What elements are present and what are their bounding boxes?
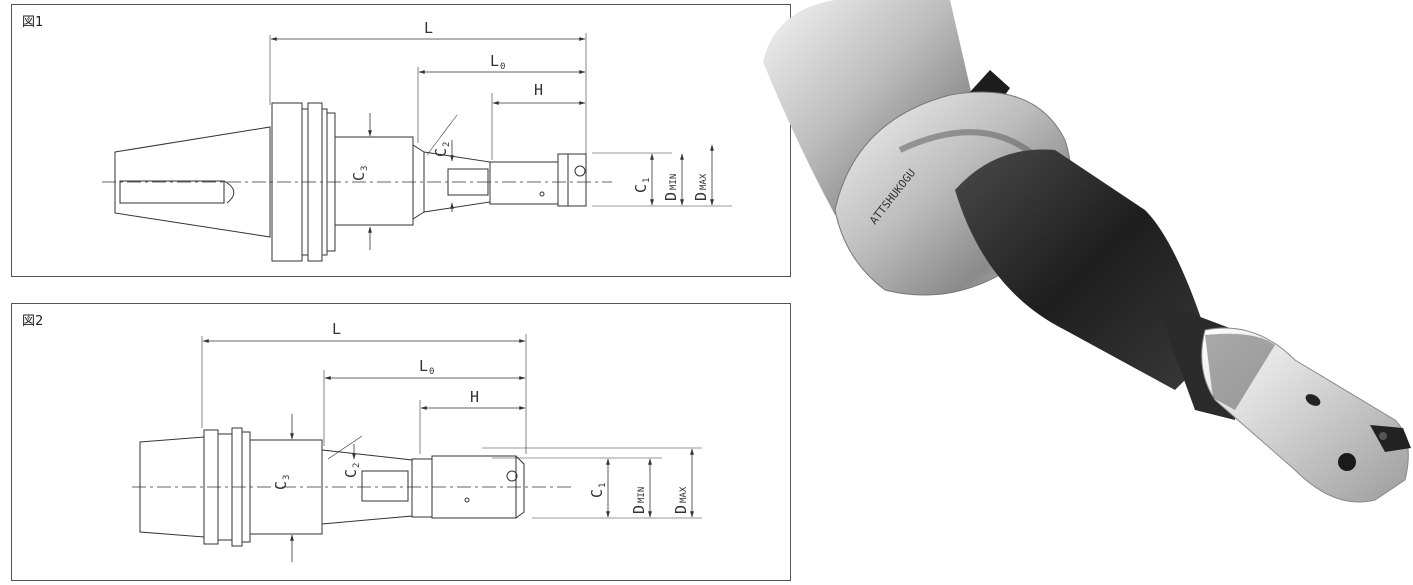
dim-DMAX-sub: MAX [699, 173, 709, 190]
dark-body [955, 149, 1215, 390]
dim-L0: L [490, 52, 499, 70]
dim-C3: C [350, 172, 368, 181]
dim-C3-sub: 3 [360, 166, 370, 171]
dim-L: L [332, 320, 341, 338]
dim-H: H [470, 388, 479, 406]
dimension-lines-1 [270, 37, 714, 250]
dimension-labels-1: L L 0 H C 3 C 2 C 1 D MIN D MAX [350, 19, 710, 201]
dim-C1-sub: 1 [642, 178, 652, 183]
figure-2-panel: 図2 [11, 303, 791, 581]
tool-outline-1 [102, 33, 732, 262]
dim-H: H [534, 81, 543, 99]
dim-DMAX-sub: MAX [679, 486, 689, 503]
tool-holder-photo: ATTSHUKOGU [763, 0, 1411, 503]
dim-C2-sub: 2 [352, 463, 362, 468]
dim-C1: C [632, 184, 650, 193]
figure-1-label: 図1 [22, 15, 44, 30]
figure-1-panel: 図1 [11, 4, 791, 277]
dim-L0-sub: 0 [500, 62, 505, 72]
dim-L0-sub: 0 [429, 367, 434, 377]
figure-1-drawing: L L 0 H C 3 C 2 C 1 D MIN D MAX [102, 19, 732, 262]
dim-C1-sub: 1 [598, 483, 608, 488]
dim-C3-sub: 3 [282, 475, 292, 480]
dim-C3: C [272, 481, 290, 490]
dim-DMAX: D [672, 505, 690, 514]
dim-C2: C [432, 148, 450, 157]
dim-DMAX: D [692, 192, 710, 201]
clamp-screw [1338, 453, 1356, 471]
dim-DMIN-sub: MIN [637, 487, 647, 503]
dim-L0: L [419, 357, 428, 375]
cutting-insert [1370, 425, 1411, 452]
taper-shank [763, 0, 973, 215]
dim-L: L [424, 19, 433, 37]
dimension-labels-2: L L 0 H C 3 C 2 C 1 D MIN D MAX [272, 320, 690, 514]
dim-DMIN: D [662, 192, 680, 201]
dim-C1: C [588, 489, 606, 498]
adjust-screw-hole [1305, 394, 1321, 406]
dim-C2-sub: 2 [442, 142, 452, 147]
tool-outline-2 [132, 334, 702, 547]
dim-DMIN: D [630, 505, 648, 514]
figure-2-label: 図2 [22, 314, 44, 329]
dim-C2: C [342, 469, 360, 478]
dim-DMIN-sub: MIN [669, 174, 679, 190]
dimension-lines-2 [202, 339, 694, 562]
figure-2-drawing: L L 0 H C 3 C 2 C 1 D MIN D MAX [132, 320, 702, 562]
